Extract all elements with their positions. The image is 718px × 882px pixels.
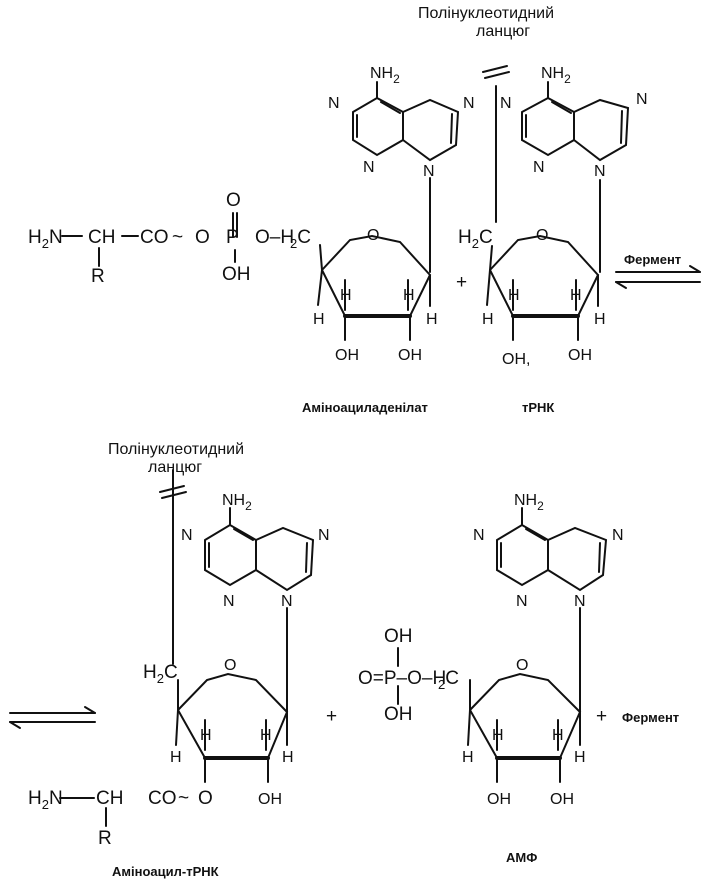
aminoacyl-adenylate-structure bbox=[61, 81, 460, 341]
co-top: CO bbox=[140, 227, 169, 248]
ch-top: CH bbox=[88, 227, 115, 248]
atom-o: O bbox=[536, 227, 548, 244]
tilde-bottom: ~ bbox=[178, 788, 189, 809]
atom-h: H bbox=[340, 287, 352, 304]
atom-h: H bbox=[462, 749, 474, 766]
nh2-bottom-right: NH2 bbox=[514, 492, 544, 513]
equilibrium-arrows-bottom bbox=[9, 706, 96, 729]
h2n-top: H2N bbox=[28, 227, 63, 251]
r-top: R bbox=[91, 266, 105, 287]
atom-n: N bbox=[594, 163, 606, 180]
atom-h: H bbox=[403, 287, 415, 304]
atom-o: O bbox=[198, 788, 213, 809]
atom-oh: OH bbox=[398, 347, 422, 364]
atom-n: N bbox=[318, 527, 330, 544]
atom-h: H bbox=[574, 749, 586, 766]
atom-n: N bbox=[223, 593, 235, 610]
atom-p: P bbox=[226, 227, 239, 248]
nh2-top-left: NH2 bbox=[370, 65, 400, 86]
equilibrium-arrows-top bbox=[615, 265, 701, 289]
caption-amp: АМФ bbox=[506, 850, 537, 865]
atom-h: H bbox=[570, 287, 582, 304]
nh2-top-right: NH2 bbox=[541, 65, 571, 86]
atom-oh: OH bbox=[384, 626, 413, 647]
h2c-trna-top: H2C bbox=[458, 227, 493, 251]
trna-structure bbox=[482, 65, 630, 341]
h2c-amp: 2C bbox=[438, 668, 459, 692]
nh2-bottom-left: NH2 bbox=[222, 492, 252, 513]
atom-oh: OH bbox=[384, 704, 413, 725]
r-bottom: R bbox=[98, 828, 112, 849]
atom-n: N bbox=[574, 593, 586, 610]
atom-h: H bbox=[594, 311, 606, 328]
co-bottom: CO bbox=[148, 788, 177, 809]
caption-aminoacyl-trna: Аміноацил-тРНК bbox=[112, 864, 219, 879]
atom-o: O bbox=[226, 190, 241, 211]
chain-label-bottom-1: Полінуклеотидний bbox=[108, 441, 244, 458]
atom-oh: OH bbox=[335, 347, 359, 364]
ribose-ring bbox=[321, 234, 432, 317]
atom-h: H bbox=[482, 311, 494, 328]
o-h2c-top: O–H bbox=[255, 227, 294, 248]
atom-h: H bbox=[492, 727, 504, 744]
atom-n: N bbox=[500, 95, 512, 112]
amp-structure bbox=[397, 507, 608, 783]
h2c-bottom-left: H2C bbox=[143, 662, 178, 686]
aminoacyl-trna-structure bbox=[59, 469, 315, 827]
atom-o: O bbox=[367, 227, 379, 244]
enzyme-label-top: Фермент bbox=[624, 252, 681, 267]
phosphate-amp: O=P–O–H bbox=[358, 668, 446, 689]
atom-h: H bbox=[170, 749, 182, 766]
atom-n: N bbox=[516, 593, 528, 610]
plus-top: + bbox=[456, 272, 467, 293]
plus-bottom-2: + bbox=[596, 706, 607, 727]
adenine-ring-5 bbox=[402, 98, 460, 162]
atom-n: N bbox=[423, 163, 435, 180]
atom-o: O bbox=[516, 657, 528, 674]
atom-o: O bbox=[224, 657, 236, 674]
atom-h: H bbox=[426, 311, 438, 328]
chain-label-bottom-2: ланцюг bbox=[148, 459, 202, 476]
atom-o: O bbox=[195, 227, 210, 248]
atom-h: H bbox=[552, 727, 564, 744]
atom-oh-partial: OH, bbox=[502, 351, 530, 368]
atom-oh: OH bbox=[258, 791, 282, 808]
atom-n: N bbox=[363, 159, 375, 176]
atom-n: N bbox=[463, 95, 475, 112]
atom-h: H bbox=[282, 749, 294, 766]
caption-aminoacyl-adenylate: Аміноациладенілат bbox=[302, 400, 428, 415]
atom-n: N bbox=[181, 527, 193, 544]
atom-n: N bbox=[533, 159, 545, 176]
chain-label-top-2: ланцюг bbox=[476, 23, 530, 40]
ch-bottom: CH bbox=[96, 788, 123, 809]
atom-oh: OH bbox=[550, 791, 574, 808]
atom-h: H bbox=[200, 727, 212, 744]
atom-n: N bbox=[612, 527, 624, 544]
enzyme-label-bottom: Фермент bbox=[622, 710, 679, 725]
h2c-top-tail: 2C bbox=[290, 227, 311, 251]
atom-n: N bbox=[636, 91, 648, 108]
atom-oh: OH bbox=[222, 264, 251, 285]
adenine-ring-6 bbox=[352, 96, 404, 157]
atom-h: H bbox=[260, 727, 272, 744]
h2n-bottom: H2N bbox=[28, 788, 63, 812]
plus-bottom-1: + bbox=[326, 706, 337, 727]
atom-n: N bbox=[473, 527, 485, 544]
atom-n: N bbox=[281, 593, 293, 610]
caption-trna: тРНК bbox=[522, 400, 554, 415]
atom-h: H bbox=[508, 287, 520, 304]
atom-n: N bbox=[328, 95, 340, 112]
atom-oh: OH bbox=[487, 791, 511, 808]
chain-label-top-1: Полінуклеотидний bbox=[418, 5, 554, 22]
atom-h: H bbox=[313, 311, 325, 328]
atom-oh: OH bbox=[568, 347, 592, 364]
tilde-top: ~ bbox=[172, 227, 183, 248]
